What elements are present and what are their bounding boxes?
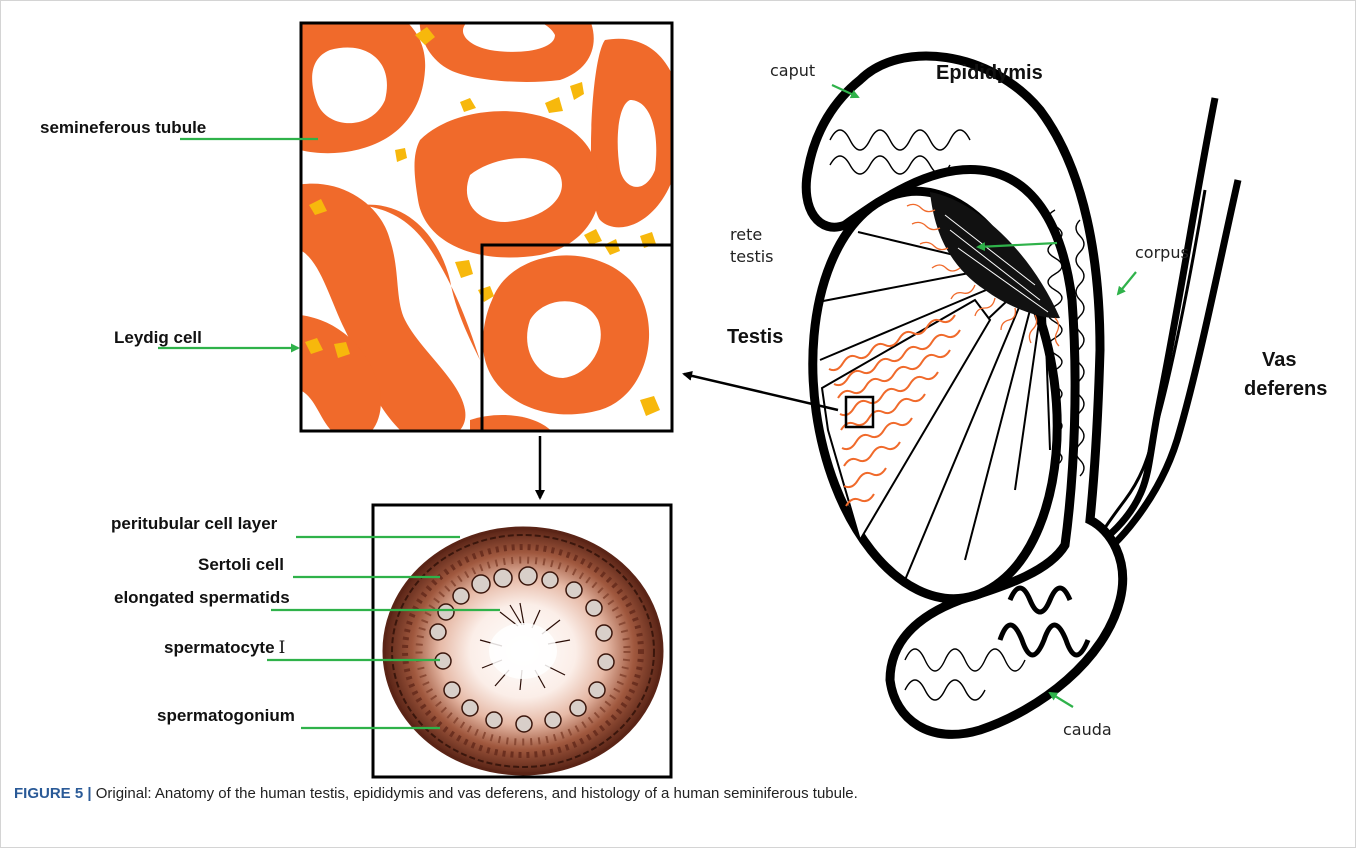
histology-panel: [373, 505, 671, 777]
label-corpus: corpus: [1135, 243, 1189, 262]
label-elongated-spermatids: elongated spermatids: [114, 588, 290, 607]
anatomy-figure: semineferous tubule Leydig cell peritubu…: [0, 0, 1358, 780]
labels: semineferous tubule Leydig cell peritubu…: [40, 61, 1327, 739]
label-epididymis: Epididymis: [936, 62, 1043, 84]
figure-caption: FIGURE 5 | Original: Anatomy of the huma…: [14, 785, 1334, 802]
label-seminiferous-tubule: semineferous tubule: [40, 118, 206, 137]
label-rete-testis: testis: [730, 247, 774, 266]
label-caput: caput: [770, 61, 815, 80]
testis-epididymis-drawing: [684, 56, 1238, 734]
label-testis: Testis: [727, 326, 783, 348]
label-cauda: cauda: [1063, 720, 1112, 739]
label-deferens: deferens: [1244, 378, 1327, 400]
label-rete: rete: [730, 225, 762, 244]
caption-text: Original: Anatomy of the human testis, e…: [92, 785, 858, 802]
tubule-panel: [263, 0, 682, 445]
figure-number: FIGURE 5 |: [14, 785, 92, 802]
label-leydig-cell: Leydig cell: [114, 328, 202, 347]
label-spermatogonium: spermatogonium: [157, 706, 295, 725]
label-vas: Vas: [1262, 349, 1296, 371]
label-sertoli-cell: Sertoli cell: [198, 555, 284, 574]
label-peritubular-cell-layer: peritubular cell layer: [111, 514, 278, 533]
vas-deferens: [1085, 98, 1238, 570]
